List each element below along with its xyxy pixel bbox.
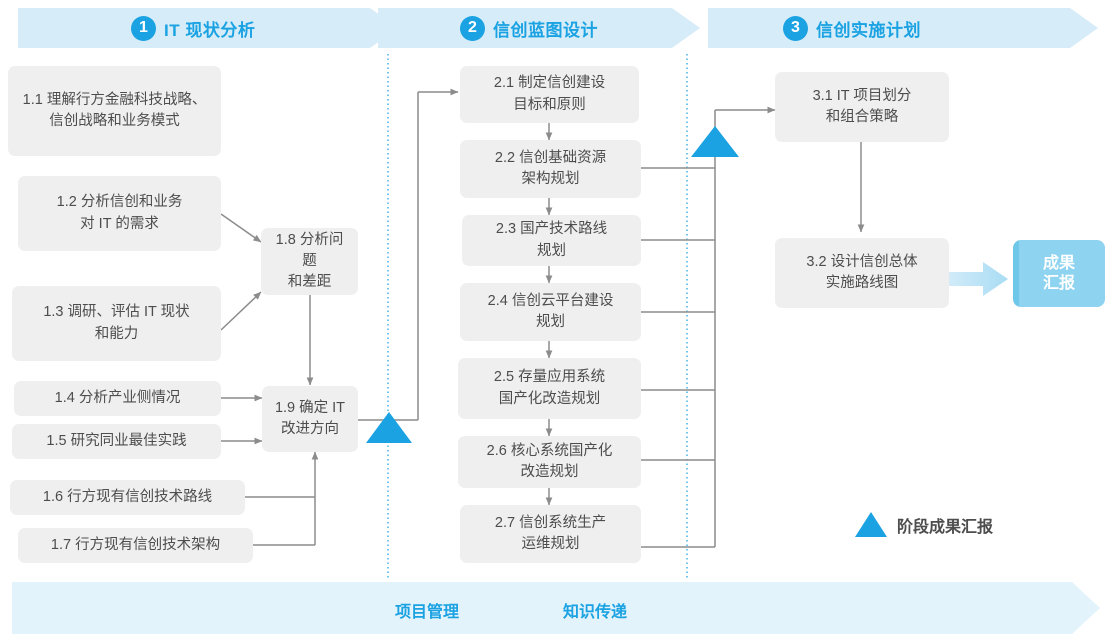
task-box-1-5[interactable]: 1.5 研究同业最佳实践 bbox=[12, 424, 221, 459]
task-box-1-9[interactable]: 1.9 确定 IT 改进方向 bbox=[262, 386, 358, 452]
task-box-1-8[interactable]: 1.8 分析问题 和差距 bbox=[261, 228, 358, 295]
task-box-1-6[interactable]: 1.6 行方现有信创技术路线 bbox=[10, 480, 245, 515]
triangle-icon bbox=[855, 512, 887, 537]
task-box-1-3[interactable]: 1.3 调研、评估 IT 现状 和能力 bbox=[12, 286, 221, 361]
phase-header-2[interactable]: 2 信创蓝图设计 bbox=[460, 8, 598, 48]
task-box-1-4[interactable]: 1.4 分析产业侧情况 bbox=[14, 381, 221, 416]
footer-label-knowledge-transfer: 知识传递 bbox=[563, 604, 628, 621]
task-box-1-7[interactable]: 1.7 行方现有信创技术架构 bbox=[18, 528, 253, 563]
task-box-3-2[interactable]: 3.2 设计信创总体 实施路线图 bbox=[775, 238, 949, 308]
task-box-2-1[interactable]: 2.1 制定信创建设 目标和原则 bbox=[460, 66, 639, 123]
footer-label-project-management: 项目管理 bbox=[395, 604, 460, 621]
phase-header-3[interactable]: 3 信创实施计划 bbox=[783, 8, 921, 48]
task-box-2-2[interactable]: 2.2 信创基础资源 架构规划 bbox=[460, 140, 641, 198]
task-box-2-3[interactable]: 2.3 国产技术路线 规划 bbox=[462, 215, 641, 266]
phase-title: IT 现状分析 bbox=[164, 20, 256, 40]
task-box-3-1[interactable]: 3.1 IT 项目划分 和组合策略 bbox=[775, 72, 949, 142]
legend-milestone: 阶段成果汇报 bbox=[855, 512, 993, 537]
phase-header-1[interactable]: 1 IT 现状分析 bbox=[131, 8, 255, 48]
result-report-box[interactable]: 成果 汇报 bbox=[1013, 240, 1105, 307]
legend-label: 阶段成果汇报 bbox=[897, 518, 994, 536]
phase1-connectors bbox=[220, 88, 459, 546]
task-box-1-2[interactable]: 1.2 分析信创和业务 对 IT 的需求 bbox=[18, 176, 221, 251]
task-box-1-1[interactable]: 1.1 理解行方金融科技战略、 信创战略和业务模式 bbox=[8, 66, 221, 156]
result-arrow-icon bbox=[945, 262, 1008, 296]
phase-number-badge: 3 bbox=[783, 15, 808, 41]
task-box-2-6[interactable]: 2.6 核心系统国产化 改造规划 bbox=[458, 436, 641, 488]
phase2-bus-connectors bbox=[641, 106, 776, 548]
footer-band bbox=[12, 582, 1100, 634]
phase-title: 信创实施计划 bbox=[816, 20, 921, 40]
task-box-2-5[interactable]: 2.5 存量应用系统 国产化改造规划 bbox=[458, 358, 641, 419]
task-box-2-7[interactable]: 2.7 信创系统生产 运维规划 bbox=[460, 505, 641, 563]
phase-number-badge: 1 bbox=[131, 15, 156, 41]
task-box-2-4[interactable]: 2.4 信创云平台建设 规划 bbox=[460, 283, 641, 341]
phase-title: 信创蓝图设计 bbox=[493, 20, 598, 40]
phase-number-badge: 2 bbox=[460, 15, 485, 41]
